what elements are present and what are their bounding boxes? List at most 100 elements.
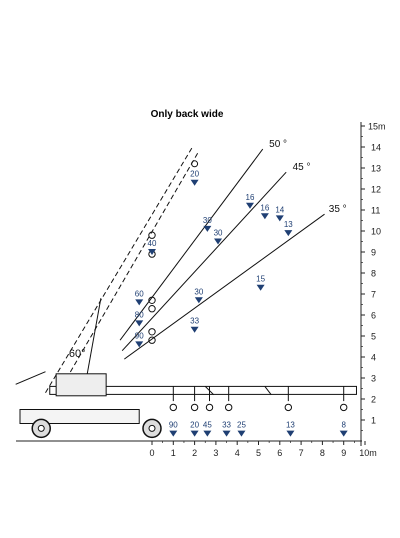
load-marker-triangle bbox=[148, 249, 156, 255]
load-marker-label: 14 bbox=[275, 205, 284, 214]
hook-icon bbox=[148, 231, 156, 239]
hook-icon bbox=[148, 328, 156, 336]
carrier-body bbox=[19, 409, 140, 424]
load-marker-triangle bbox=[135, 299, 144, 306]
wheel-hub bbox=[148, 424, 156, 432]
load-marker-label: 13 bbox=[284, 220, 293, 229]
chart-title: Only back wide bbox=[151, 109, 224, 120]
load-marker-triangle bbox=[135, 320, 144, 327]
load-marker-label: 80 bbox=[135, 310, 144, 319]
load-marker-label: 30 bbox=[203, 216, 212, 225]
load-marker-label: 16 bbox=[260, 203, 269, 212]
y-tick-label: 7 bbox=[371, 290, 376, 300]
y-tick-label: 1 bbox=[371, 416, 376, 426]
ground-marker-label: 33 bbox=[222, 421, 231, 430]
load-marker-triangle bbox=[194, 297, 203, 304]
load-marker-triangle bbox=[260, 213, 269, 220]
hook-icon bbox=[284, 403, 293, 412]
x-tick-label: 2 bbox=[192, 448, 197, 458]
load-marker-label: 60 bbox=[135, 289, 144, 298]
x-tick-label: 0 bbox=[149, 448, 154, 458]
angle-label-50: 50 ° bbox=[269, 139, 287, 150]
load-marker-label: 33 bbox=[190, 317, 199, 326]
boom-raised-edge-a bbox=[45, 146, 193, 393]
angle-label-45: 45 ° bbox=[293, 162, 311, 173]
y-tick-label: 4 bbox=[371, 353, 376, 363]
x-tick-label: 4 bbox=[235, 448, 240, 458]
load-marker-triangle bbox=[275, 215, 284, 222]
ground-marker-label: 13 bbox=[286, 421, 295, 430]
x-tick-label: 5 bbox=[256, 448, 261, 458]
x-tick-label: 6 bbox=[277, 448, 282, 458]
load-marker-triangle bbox=[214, 238, 223, 245]
load-marker-triangle bbox=[203, 225, 212, 232]
hook-icon bbox=[148, 336, 156, 344]
load-marker-triangle bbox=[190, 179, 199, 186]
x-tick-label: 1 bbox=[171, 448, 176, 458]
load-marker-triangle bbox=[135, 341, 144, 348]
boom-horizontal bbox=[49, 385, 357, 395]
ground-marker-label: 25 bbox=[237, 421, 246, 430]
load-marker-triangle bbox=[245, 202, 254, 209]
hook-icon bbox=[148, 296, 156, 304]
hook-icon bbox=[190, 403, 199, 412]
ground-marker-label: 45 bbox=[203, 421, 212, 430]
angle-line-35 bbox=[124, 213, 325, 360]
ground-marker-label: 90 bbox=[169, 421, 178, 430]
x-axis-unit: 10m bbox=[359, 448, 377, 458]
load-marker-label: 40 bbox=[148, 239, 157, 248]
y-tick-label: 6 bbox=[371, 311, 376, 321]
load-marker-triangle bbox=[256, 284, 265, 291]
y-tick-label: 10 bbox=[371, 227, 381, 237]
load-marker-label: 20 bbox=[190, 170, 199, 179]
ground-marker-triangle bbox=[286, 430, 295, 437]
y-tick-label: 11 bbox=[371, 206, 380, 216]
y-axis-unit: 15m bbox=[368, 122, 386, 132]
load-marker-label: 30 bbox=[194, 287, 203, 296]
load-marker-label: 15 bbox=[256, 275, 265, 284]
load-marker-label: 30 bbox=[214, 229, 223, 238]
ground-marker-triangle bbox=[203, 430, 212, 437]
ground-marker-triangle bbox=[169, 430, 178, 437]
angle-line-50 bbox=[119, 148, 264, 341]
x-tick-label: 3 bbox=[213, 448, 218, 458]
angle-lines: 50 ° 45 ° 35 ° bbox=[119, 139, 347, 360]
angle-line-45 bbox=[121, 171, 287, 352]
crane-illustration: 60° bbox=[15, 146, 357, 439]
y-tick-label: 3 bbox=[371, 374, 376, 384]
ground-marker-triangle bbox=[237, 430, 246, 437]
wheel-hub bbox=[37, 424, 45, 432]
x-tick-label: 9 bbox=[341, 448, 346, 458]
load-marker-triangle bbox=[284, 230, 293, 237]
x-tick-label: 8 bbox=[320, 448, 325, 458]
ground-marker-triangle bbox=[190, 430, 199, 437]
hook-icon bbox=[148, 305, 156, 313]
ground-marker-label: 20 bbox=[190, 421, 199, 430]
angle-label-35: 35 ° bbox=[329, 204, 347, 215]
y-tick-label: 5 bbox=[371, 332, 376, 342]
ground-marker-triangle bbox=[339, 430, 348, 437]
y-tick-label: 13 bbox=[371, 164, 381, 174]
y-tick-label: 12 bbox=[371, 185, 381, 195]
load-marker-triangle bbox=[190, 326, 199, 333]
hook-icon bbox=[205, 403, 214, 412]
boom-raised-edge-b bbox=[57, 150, 200, 393]
boom-joint bbox=[264, 386, 272, 396]
x-tick-label: 7 bbox=[299, 448, 304, 458]
y-tick-label: 9 bbox=[371, 248, 376, 258]
y-tick-label: 14 bbox=[371, 143, 381, 153]
hook-icon bbox=[169, 403, 178, 412]
load-marker-label: 90 bbox=[135, 331, 144, 340]
boom-tip-hook bbox=[191, 160, 199, 168]
ground-marker-label: 8 bbox=[341, 421, 346, 430]
load-marker-label: 16 bbox=[246, 193, 255, 202]
y-tick-label: 2 bbox=[371, 395, 376, 405]
cab bbox=[55, 373, 107, 397]
y-tick-label: 8 bbox=[371, 269, 376, 279]
hook-icon bbox=[224, 403, 233, 412]
ground-marker-triangle bbox=[222, 430, 231, 437]
